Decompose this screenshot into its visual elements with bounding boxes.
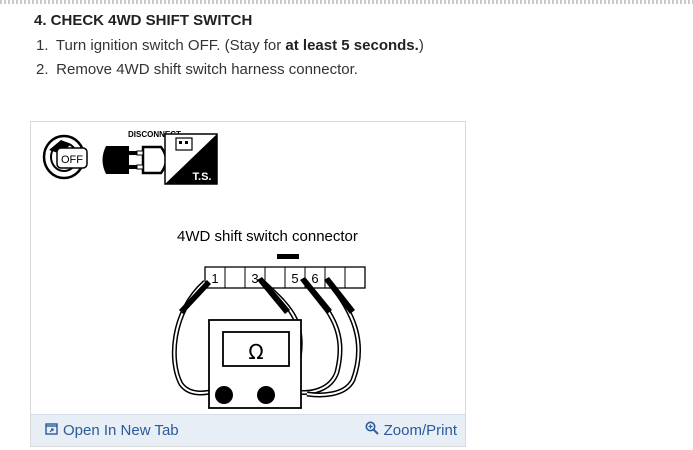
pin-label: 5	[291, 271, 298, 286]
step-text-bold: at least 5 seconds.	[285, 37, 419, 54]
connector-title: 4WD shift switch connector	[177, 228, 358, 245]
top-dotted-border	[0, 0, 693, 4]
figure-footer: Open In New Tab Zoom/Print	[31, 414, 465, 446]
disconnect-icon: DISCONNECT	[102, 130, 181, 175]
step-number: 2.	[36, 61, 49, 78]
open-in-new-tab-label: Open In New Tab	[63, 422, 179, 439]
ts-icon: T.S.	[164, 133, 218, 185]
ohm-symbol: Ω	[248, 340, 263, 364]
step-item: 2. Remove 4WD shift switch harness conne…	[36, 60, 424, 84]
zoom-print-link[interactable]: Zoom/Print	[365, 421, 457, 439]
probe-tips	[179, 277, 355, 314]
disconnect-label: DISCONNECT	[128, 130, 181, 139]
new-tab-icon	[45, 422, 58, 439]
step-text-end: )	[418, 37, 424, 54]
diagram-figure[interactable]: OFF DISCONNECT T.S. 4WD shift switch con…	[30, 121, 466, 447]
harness-connector: 1 3 5 6	[204, 254, 366, 289]
pin-label: 6	[311, 271, 318, 286]
step-heading: 4. CHECK 4WD SHIFT SWITCH	[34, 12, 253, 29]
step-number: 1.	[36, 37, 49, 54]
ohmmeter: Ω	[208, 319, 302, 409]
ignition-off-icon: OFF	[42, 134, 88, 180]
pin-label: 3	[251, 271, 258, 286]
zoom-print-label: Zoom/Print	[383, 421, 457, 439]
ts-label: T.S.	[193, 171, 212, 183]
magnifier-icon	[365, 421, 379, 439]
pin-label: 1	[211, 271, 218, 286]
step-text: Turn ignition switch OFF. (Stay for	[55, 37, 286, 54]
step-text: Remove 4WD shift switch harness connecto…	[56, 61, 358, 78]
step-item: 1. Turn ignition switch OFF. (Stay for a…	[36, 36, 424, 60]
connector-diagram: OFF DISCONNECT T.S. 4WD shift switch con…	[42, 130, 366, 409]
step-list: 1. Turn ignition switch OFF. (Stay for a…	[36, 36, 424, 84]
open-in-new-tab-link[interactable]: Open In New Tab	[45, 422, 179, 439]
off-label: OFF	[61, 154, 83, 166]
